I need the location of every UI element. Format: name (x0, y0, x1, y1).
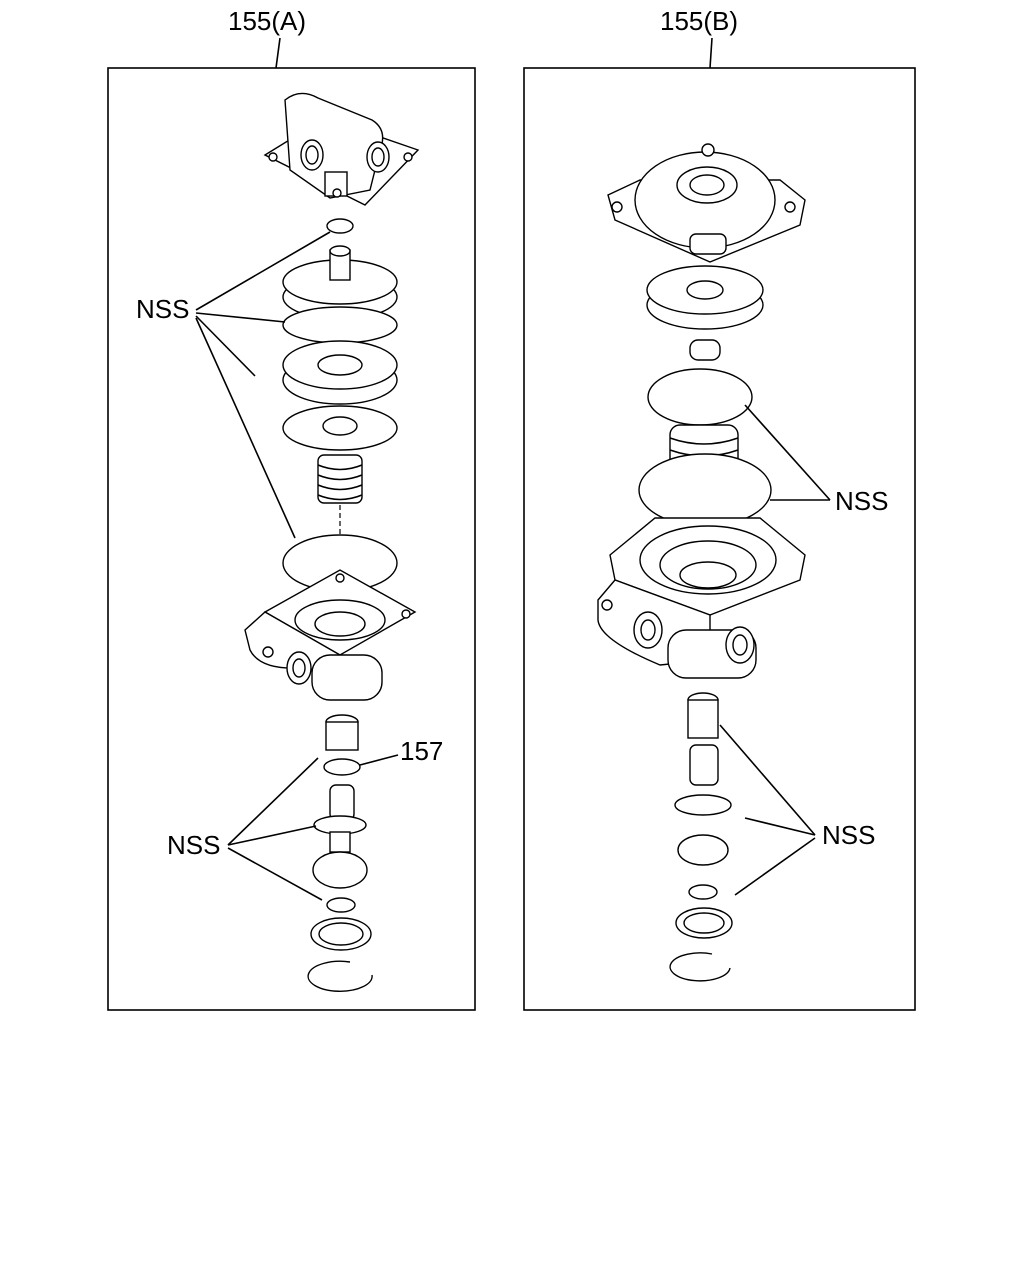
diaphragm-b2 (638, 453, 772, 527)
nss-label-b-bottom: NSS (822, 820, 875, 850)
nss-label-b-top: NSS (835, 486, 888, 516)
nss-label-a-bottom: NSS (167, 830, 220, 860)
ref-label-157: 157 (400, 736, 443, 766)
panel-a-callout-leader (275, 37, 281, 69)
panel-a-callout: 155(A) (228, 6, 306, 36)
spring-a (317, 454, 363, 540)
diaphragm-a1 (282, 306, 398, 344)
nss-leaders-b-bottom (719, 724, 816, 896)
nss-label-a-top: NSS (136, 294, 189, 324)
valve-cover-b (607, 143, 806, 263)
panel-b-callout-leader (709, 37, 713, 69)
diaphragm-a2-hub (322, 416, 358, 436)
nss-leaders-a-bottom (227, 757, 323, 901)
seal-ring-157 (323, 758, 361, 776)
nss-leaders-b-top (744, 404, 831, 501)
panel-b-frame (523, 67, 916, 1011)
valve-disc-a (282, 340, 398, 405)
ref-157-leader (359, 754, 399, 766)
o-ring-a (326, 218, 354, 234)
snap-ring-b (669, 952, 731, 982)
panel-a-frame (107, 67, 476, 1011)
panel-a: 155(A) (107, 6, 476, 1011)
valve-body-b (597, 517, 806, 679)
nss-leaders-a-top (195, 231, 331, 539)
diaphragm-b1 (647, 368, 753, 426)
valve-cover-a (263, 92, 420, 206)
panel-b-callout: 155(B) (660, 6, 738, 36)
lower-valve-parts-a (307, 714, 373, 992)
piston-b (646, 265, 764, 361)
piston-a (282, 245, 398, 320)
panel-b: 155(B) (523, 6, 916, 1011)
valve-body-a (244, 569, 417, 701)
snap-ring-a (307, 960, 373, 992)
lower-valve-parts-b (669, 692, 733, 982)
